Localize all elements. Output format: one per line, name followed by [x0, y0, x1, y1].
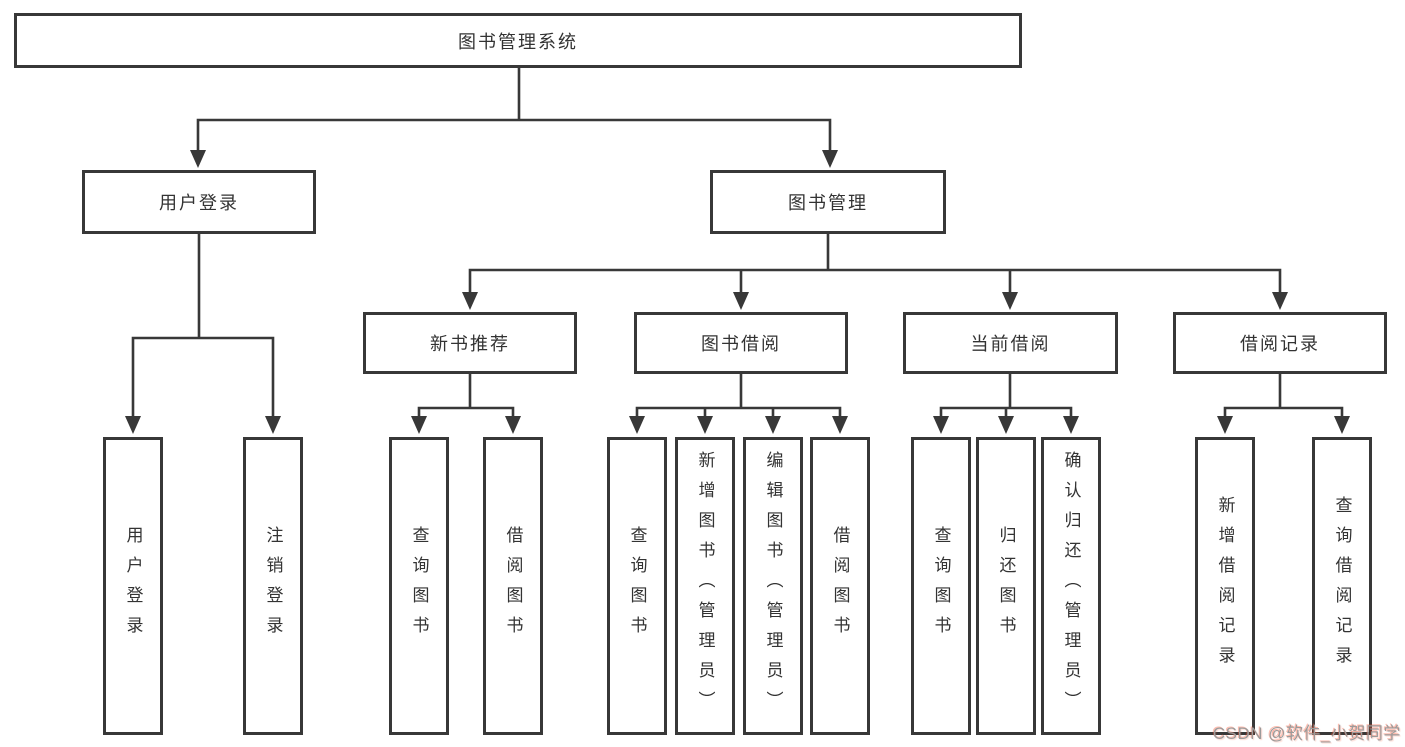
leaf-records-add-borrow-record: 新增借阅记录	[1195, 437, 1255, 735]
leaf-user-login: 用户登录	[103, 437, 163, 735]
node-book-borrowing: 图书借阅	[634, 312, 848, 374]
leaf-recommend-query-books: 查询图书	[389, 437, 449, 735]
node-new-book-recommend: 新书推荐	[363, 312, 577, 374]
leaf-records-query-borrow-record: 查询借阅记录	[1312, 437, 1372, 735]
watermark: CSDN @软件_小贺同学	[1212, 724, 1401, 743]
leaf-current-confirm-return-admin: 确认归还（管理员）	[1041, 437, 1101, 735]
leaf-recommend-borrow-books: 借阅图书	[483, 437, 543, 735]
leaf-current-return-books: 归还图书	[976, 437, 1036, 735]
leaf-borrowing-edit-book-admin: 编辑图书（管理员）	[743, 437, 803, 735]
leaf-borrowing-borrow-books: 借阅图书	[810, 437, 870, 735]
leaf-current-query-books: 查询图书	[911, 437, 971, 735]
leaf-borrowing-query-books: 查询图书	[607, 437, 667, 735]
node-library-system-root: 图书管理系统	[14, 13, 1022, 68]
node-book-management: 图书管理	[710, 170, 946, 234]
leaf-logout: 注销登录	[243, 437, 303, 735]
node-user-login: 用户登录	[82, 170, 316, 234]
node-current-borrowing: 当前借阅	[903, 312, 1118, 374]
leaf-borrowing-add-book-admin: 新增图书（管理员）	[675, 437, 735, 735]
node-borrow-records: 借阅记录	[1173, 312, 1387, 374]
arrowheads	[125, 150, 1350, 434]
connector-path	[131, 65, 1344, 421]
